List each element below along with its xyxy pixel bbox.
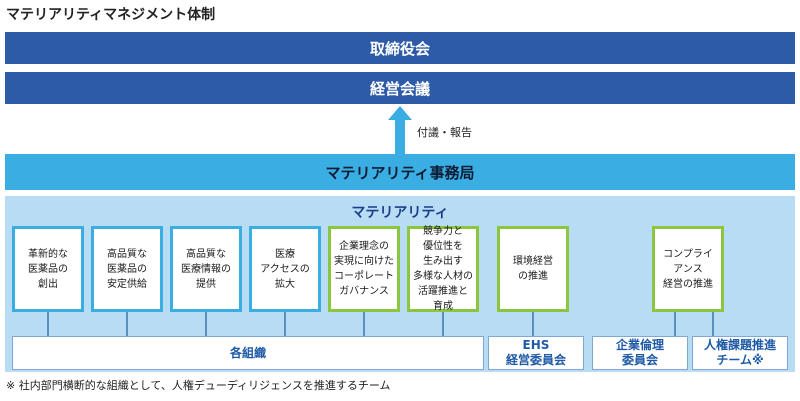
materiality-box: 高品質な 医療情報の 提供 [170, 226, 242, 312]
connector-line [126, 312, 128, 336]
connector-line [205, 312, 207, 336]
materiality-box: 企業理念の 実現に向けた コーポレート ガバナンス [328, 226, 400, 312]
connector-line [712, 312, 714, 336]
materiality-box: 医療 アクセスの 拡大 [249, 226, 321, 312]
org-ehs-committee: EHS 経営委員会 [488, 336, 584, 370]
org-human-rights-team: 人権課題推進 チーム※ [692, 336, 788, 370]
report-label: 付議・報告 [417, 126, 472, 139]
materiality-box: 革新的な 医薬品の 創出 [12, 226, 84, 312]
report-arrow-icon [388, 106, 412, 154]
materiality-box: 高品質な 医薬品の 安定供給 [91, 226, 163, 312]
materiality-box: 環境経営 の推進 [497, 226, 569, 312]
materiality-box: コンプライ アンス 経営の推進 [652, 226, 724, 312]
secretariat-bar: マテリアリティ事務局 [5, 154, 795, 190]
org-all-organizations: 各組織 [12, 336, 484, 370]
connector-line [284, 312, 286, 336]
connector-line [674, 312, 676, 336]
materiality-box: 競争力と 優位性を 生み出す 多様な人材の 活躍推進と 育成 [407, 226, 479, 312]
connector-line [532, 312, 534, 336]
connector-line [363, 312, 365, 336]
board-bar: 取締役会 [5, 32, 795, 64]
org-ethics-committee: 企業倫理 委員会 [592, 336, 688, 370]
materiality-label: マテリアリティ [351, 205, 449, 221]
connector-line [47, 312, 49, 336]
footnote: ※ 社内部門横断的な組織として、人権デューディリジェンスを推進するチーム [6, 379, 391, 392]
page-title: マテリアリティマネジメント体制 [6, 7, 216, 23]
connector-line [442, 312, 444, 336]
management-meeting-bar: 経営会議 [5, 72, 795, 104]
